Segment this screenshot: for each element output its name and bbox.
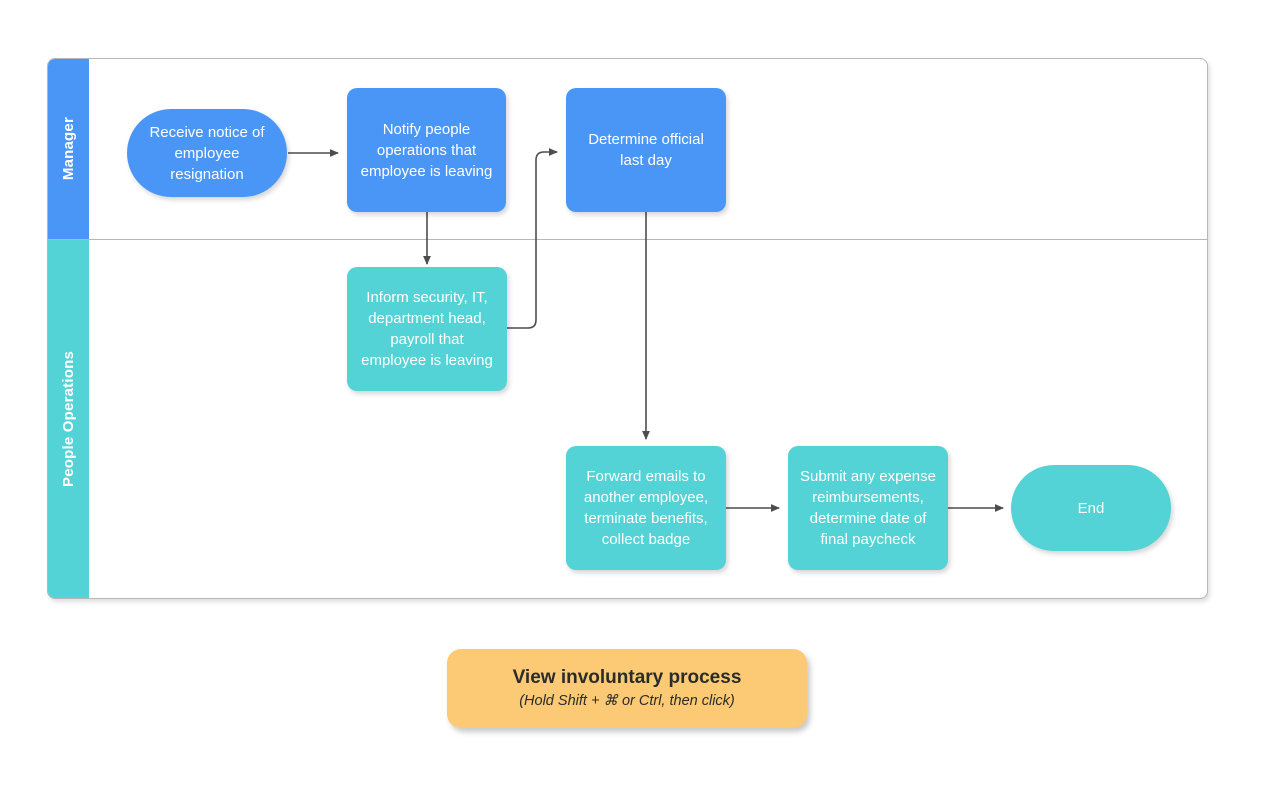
lane-manager: Manager — [48, 59, 1207, 240]
lane-label-manager: Manager — [60, 117, 77, 181]
node-receive-notice[interactable]: Receive notice of employee resignation — [127, 109, 287, 197]
lane-label-people-operations: People Operations — [60, 351, 77, 487]
node-submit-expenses[interactable]: Submit any expense reimbursements, deter… — [788, 446, 948, 570]
node-end[interactable]: End — [1011, 465, 1171, 551]
node-notify-people-ops[interactable]: Notify people operations that employee i… — [347, 88, 506, 212]
node-inform-stakeholders[interactable]: Inform security, IT, department head, pa… — [347, 267, 507, 391]
node-forward-emails[interactable]: Forward emails to another employee, term… — [566, 446, 726, 570]
node-determine-last-day[interactable]: Determine official last day — [566, 88, 726, 212]
lane-people-operations: People Operations — [48, 240, 1207, 598]
action-button-title: View involuntary process — [512, 667, 742, 688]
action-button-subtitle: (Hold Shift + ⌘ or Ctrl, then click) — [519, 693, 735, 709]
lane-header-manager[interactable]: Manager — [48, 59, 89, 239]
lane-header-people-operations[interactable]: People Operations — [48, 240, 89, 598]
view-involuntary-process-button[interactable]: View involuntary process (Hold Shift + ⌘… — [447, 649, 807, 728]
